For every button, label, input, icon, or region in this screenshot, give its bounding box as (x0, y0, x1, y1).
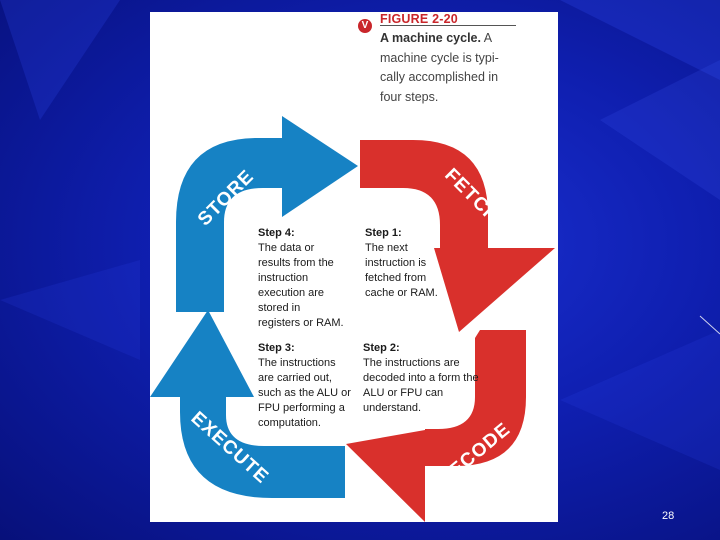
step-4-line: The data or (258, 242, 315, 254)
decode-arrow (346, 330, 526, 522)
step-2-line: decoded into a form the (363, 372, 479, 384)
figure-desc-line-1: machine cycle is typi- (380, 50, 499, 65)
figure-card: FETCH DECODE EXECUTE STORE V FIGURE 2-20… (150, 12, 558, 522)
step-3-text: Step 3: The instructions are carried out… (258, 341, 358, 431)
step-4-title: Step 4: (258, 227, 295, 239)
store-arrow (176, 116, 358, 312)
step-3-title: Step 3: (258, 342, 295, 354)
figure-title: A machine cycle. (380, 31, 481, 45)
caption-divider (380, 25, 516, 26)
step-3-line: such as the ALU or (258, 387, 351, 399)
figure-desc-line-2: cally accomplished in (380, 70, 499, 84)
step-3-line: FPU performing a (258, 402, 345, 414)
step-3-line: The instructions (258, 357, 336, 369)
step-4-line: registers or RAM. (258, 317, 344, 329)
step-1-title: Step 1: (365, 227, 402, 239)
figure-badge-icon: V (358, 19, 372, 33)
step-4-line: results from the (258, 257, 334, 269)
figure-desc-a: A (483, 31, 493, 45)
figure-number: FIGURE 2-20 (380, 12, 458, 26)
step-3-line: are carried out, (258, 372, 332, 384)
step-2-line: understand. (363, 402, 422, 414)
figure-description: A machine cycle. A machine cycle is typi… (380, 29, 516, 107)
step-3-line: computation. (258, 417, 321, 429)
step-4-line: instruction (258, 272, 309, 284)
step-1-line: cache or RAM. (365, 287, 438, 299)
machine-cycle-diagram: FETCH DECODE EXECUTE STORE (150, 116, 555, 522)
step-4-text: Step 4: The data or results from the ins… (258, 226, 358, 331)
fetch-arrow (360, 140, 555, 332)
step-1-text: Step 1: The next instruction is fetched … (365, 226, 465, 301)
step-1-line: The next (365, 242, 408, 254)
figure-desc-line-3: four steps. (380, 89, 439, 104)
step-2-line: The instructions are (363, 357, 460, 369)
execute-arrow (150, 310, 345, 498)
step-4-line: execution are (258, 287, 325, 299)
step-2-text: Step 2: The instructions are decoded int… (363, 341, 488, 416)
step-2-line: ALU or FPU can (363, 387, 444, 399)
step-1-line: fetched from (365, 272, 427, 284)
slide-number: 28 (662, 510, 675, 522)
step-2-title: Step 2: (363, 342, 400, 354)
step-4-line: stored in (258, 302, 301, 314)
step-1-line: instruction is (365, 257, 427, 269)
